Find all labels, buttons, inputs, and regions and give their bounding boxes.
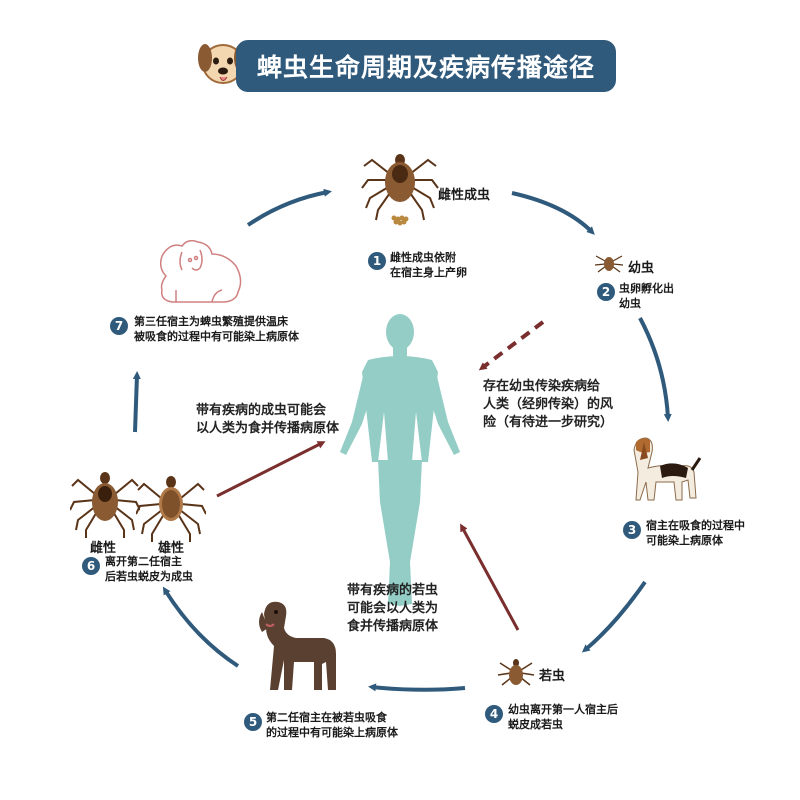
stage-6-badge: 6 bbox=[82, 557, 100, 575]
stage-5-description: 第二任宿主在被若虫吸食的过程中有可能染上病原体 bbox=[266, 711, 398, 739]
larva-transmission-note: 存在幼虫传染疾病给人类（经卵传染）的风险（有待进一步研究） bbox=[483, 379, 614, 430]
stage-4-badge: 4 bbox=[485, 705, 503, 723]
brown-dog-image bbox=[259, 601, 336, 690]
arrow-5-to-6 bbox=[162, 586, 240, 668]
stage-5-badge: 5 bbox=[244, 713, 262, 731]
sketch-dog-image bbox=[159, 239, 242, 303]
nymph-transmission-note: 带有疾病的若虫可能会以人类为食并传播病原体 bbox=[347, 583, 439, 634]
male-tick-icon bbox=[136, 476, 206, 542]
arrow-4-to-5 bbox=[368, 683, 466, 692]
stage-4-name: 若虫 bbox=[539, 669, 566, 684]
stage-2-badge: 2 bbox=[597, 283, 615, 301]
stage-3-description: 宿主在吸食的过程中可能染上病原体 bbox=[646, 519, 745, 547]
stage-7-description: 第三任宿主为蜱虫繁殖提供温床被吸食的过程中有可能染上病原体 bbox=[134, 315, 299, 343]
arrow-6-to-7 bbox=[132, 371, 141, 433]
stage-7-badge: 7 bbox=[110, 317, 128, 335]
stage-3-badge: 3 bbox=[623, 521, 641, 539]
stage-6-female-name: 雌性 bbox=[90, 541, 117, 556]
arrow-2-to-3 bbox=[638, 317, 672, 422]
nymph-tick-icon bbox=[497, 659, 535, 686]
female-adult-tick-icon bbox=[361, 154, 439, 226]
beagle-dog-image bbox=[633, 437, 702, 501]
stage-4-description: 幼虫离开第一人宿主后蜕皮成若虫 bbox=[508, 703, 618, 731]
arrow-3-to-4 bbox=[581, 580, 647, 653]
human-figure bbox=[340, 314, 460, 606]
arrow-7-to-1 bbox=[246, 188, 332, 227]
arrow-larva-to-human bbox=[478, 320, 545, 371]
female-tick-icon bbox=[70, 472, 140, 538]
adult-transmission-note: 带有疾病的成虫可能会以人类为食并传播病原体 bbox=[196, 403, 340, 436]
stage-6-male-name: 雄性 bbox=[158, 541, 185, 556]
page-title: 蜱虫生命周期及疾病传播途径 bbox=[236, 40, 616, 92]
larva-tick-icon bbox=[594, 255, 624, 273]
arrow-nymph-to-human bbox=[460, 523, 520, 631]
stage-1-name: 雌性成虫 bbox=[438, 188, 491, 203]
arrow-1-to-2 bbox=[511, 191, 595, 235]
stage-1-description: 雌性成虫依附在宿主身上产卵 bbox=[390, 251, 467, 279]
stage-2-name: 幼虫 bbox=[628, 261, 655, 276]
stage-1-badge: 1 bbox=[368, 252, 386, 270]
stage-6-description: 离开第二任宿主后若虫蜕皮为成虫 bbox=[105, 555, 193, 583]
stage-2-description: 虫卵孵化出幼虫 bbox=[619, 282, 674, 310]
arrow-adult-to-human bbox=[216, 441, 326, 498]
